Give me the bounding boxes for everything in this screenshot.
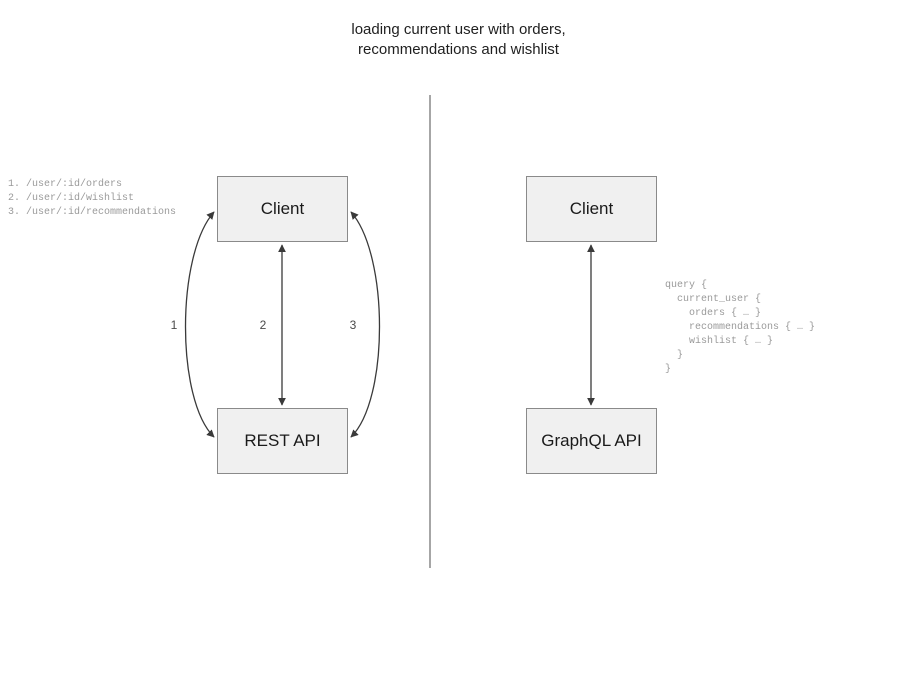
edge-label-3: 3 — [349, 318, 357, 332]
node-graphql-api[interactable]: GraphQL API — [526, 408, 657, 474]
node-rest-api[interactable]: REST API — [217, 408, 348, 474]
node-rest-api-label: REST API — [244, 431, 321, 450]
edge-label-1: 1 — [170, 318, 178, 332]
node-rest-client-label: Client — [260, 199, 305, 218]
edge-rest-1-curve — [184, 211, 215, 438]
node-graphql-client[interactable]: Client — [526, 176, 657, 242]
graphql-query-block: query { current_user { orders { … } reco… — [665, 280, 816, 375]
node-graphql-client-label: Client — [569, 199, 614, 218]
edge-label-2: 2 — [259, 318, 267, 332]
node-rest-client[interactable]: Client — [217, 176, 348, 242]
node-graphql-api-label: GraphQL API — [541, 431, 642, 450]
rest-endpoint-list: 1. /user/:id/orders 2. /user/:id/wishlis… — [8, 179, 177, 218]
page-title: loading current user with orders, recomm… — [351, 21, 566, 58]
edge-rest-3-curve — [350, 211, 381, 438]
